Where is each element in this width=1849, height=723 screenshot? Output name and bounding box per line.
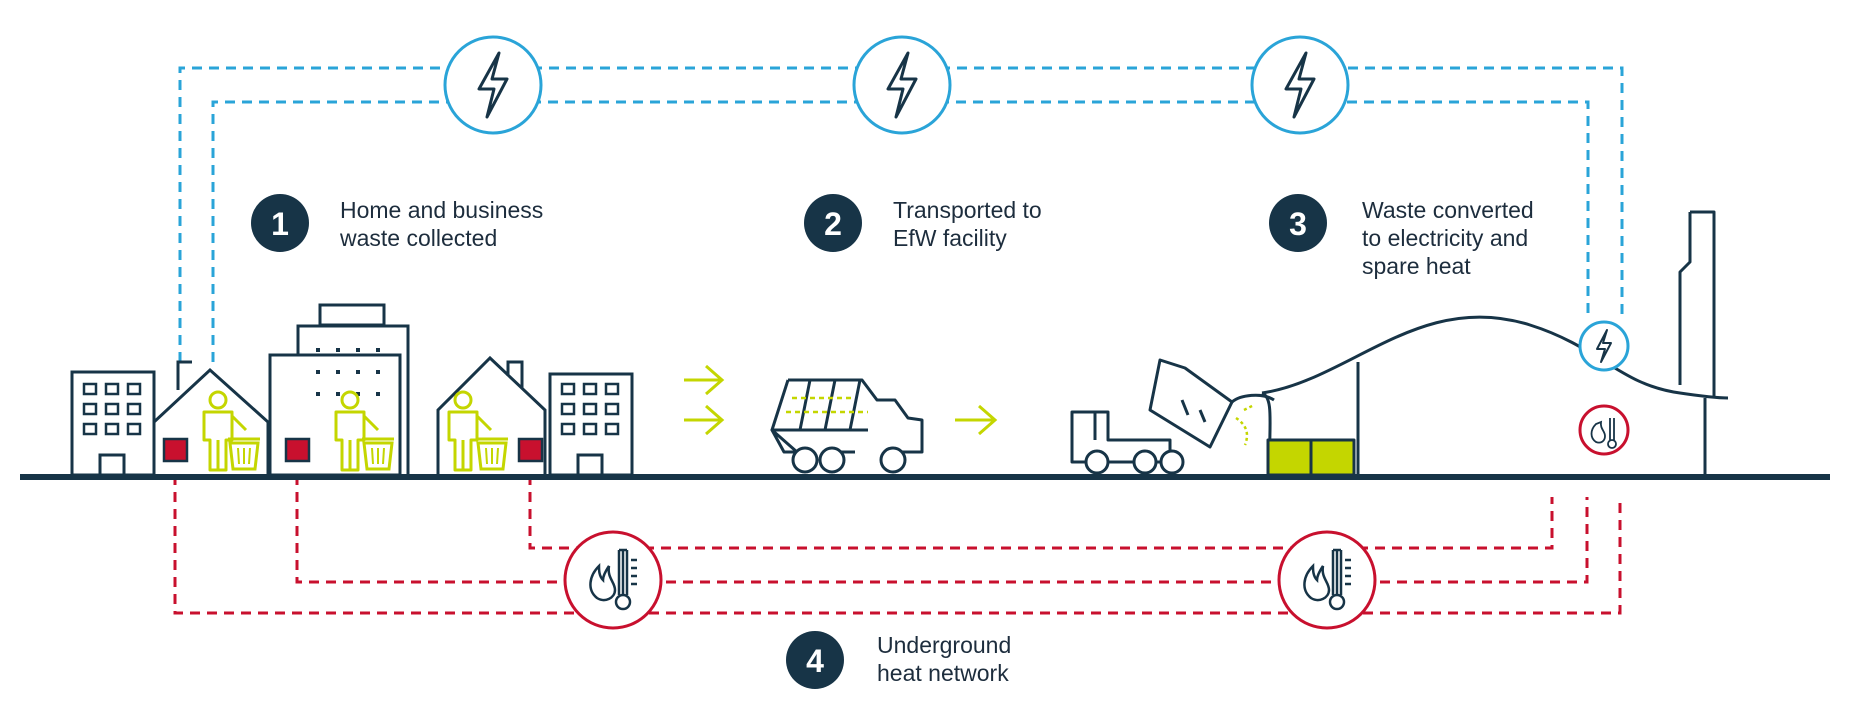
step-label-line: to electricity and [1362, 225, 1528, 251]
step-2: 2 Transported to EfW facility [804, 194, 1042, 252]
step-badge [1269, 194, 1327, 252]
heat-network [173, 475, 1622, 615]
step-label-line: spare heat [1362, 253, 1471, 279]
step-label-line: waste collected [339, 225, 497, 251]
step-badge [804, 194, 862, 252]
step-badge [251, 194, 309, 252]
step-1: 1 Home and business waste collected [251, 194, 543, 252]
step-badge [786, 631, 844, 689]
lightning-bolt-icon [852, 35, 952, 135]
step-number: 1 [271, 206, 289, 242]
refuse-truck-icon [770, 378, 924, 474]
step-number: 2 [824, 206, 842, 242]
office-building [70, 370, 156, 477]
heat-connection-boxes [162, 437, 544, 463]
step-number: 3 [1289, 206, 1307, 242]
step-label-line: Home and business [340, 197, 543, 223]
step-4: 4 Underground heat network [786, 631, 1011, 689]
house [436, 355, 547, 475]
person-binning-waste-icon [334, 390, 396, 472]
efw-plant-icon [1261, 210, 1729, 477]
plant-electricity-output [1578, 320, 1630, 372]
person-binning-waste-icon [447, 390, 510, 472]
step-label-line: heat network [877, 660, 1009, 686]
ground-line [20, 474, 1830, 480]
person-binning-waste-icon [202, 390, 262, 472]
tipper-truck-icon [1070, 358, 1275, 475]
electricity-network [178, 66, 1624, 362]
town [70, 303, 634, 477]
step-label-line: Waste converted [1362, 197, 1534, 223]
step-label-line: EfW facility [893, 225, 1007, 251]
flame-thermometer-icon [1277, 530, 1377, 630]
step-label-line: Underground [877, 632, 1011, 658]
arrow-right-icon [684, 364, 998, 436]
office-building [548, 372, 634, 477]
flame-thermometer-icon [563, 530, 663, 630]
step-number: 4 [806, 643, 824, 679]
step-3: 3 Waste converted to electricity and spa… [1269, 194, 1534, 279]
plant-heat-output [1578, 404, 1630, 456]
step-label-line: Transported to [893, 197, 1042, 223]
lightning-bolt-icon [443, 35, 543, 135]
lightning-bolt-icon [1250, 35, 1350, 135]
house [152, 360, 270, 475]
